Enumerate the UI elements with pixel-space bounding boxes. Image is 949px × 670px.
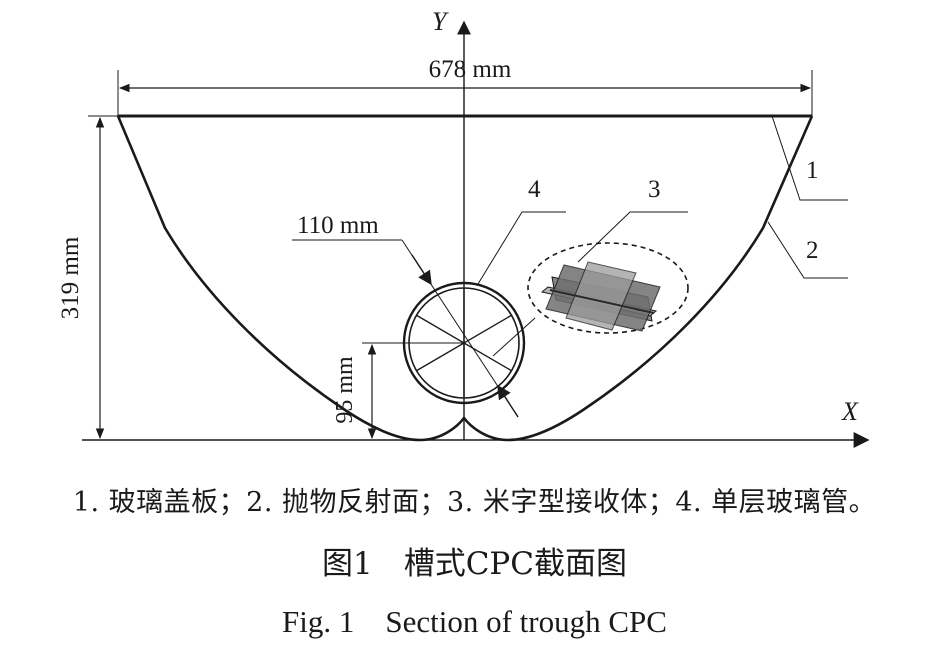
x-axis-label: X xyxy=(841,397,859,426)
callout-1-leader xyxy=(771,115,848,201)
receiver-detail-ellipse xyxy=(527,242,689,334)
callout-1: 1 xyxy=(806,157,819,184)
ellipse-to-tube-leader xyxy=(492,317,536,357)
diameter-arrow-bottom xyxy=(497,384,519,418)
width-dimension-label: 678 mm xyxy=(429,56,512,83)
figure-caption-chinese: 图1 槽式CPC截面图 xyxy=(321,546,628,582)
parabolic-reflector xyxy=(116,115,814,442)
figure-legend: 1. 玻璃盖板；2. 抛物反射面；3. 米字型接收体；4. 单层玻璃管。 xyxy=(72,487,877,518)
callout-3: 3 xyxy=(648,176,661,203)
height-dimension-label: 319 mm xyxy=(57,236,84,319)
callout-2: 2 xyxy=(806,237,819,264)
cpc-section-diagram: X Y 678 mm 319 mm 95 mm 110 mm xyxy=(57,7,870,448)
tube-height-label: 95 mm xyxy=(332,356,358,424)
y-axis-label: Y xyxy=(432,7,449,36)
tube-diameter-label: 110 mm xyxy=(297,212,379,239)
callout-4: 4 xyxy=(528,176,541,203)
callout-3-leader xyxy=(577,211,688,263)
receiver-3d-icon xyxy=(540,261,661,332)
figure-caption-english: Fig. 1 Section of trough CPC xyxy=(282,604,667,639)
callout-2-leader xyxy=(767,221,848,279)
diameter-arrow-top xyxy=(411,254,432,286)
callout-4-leader xyxy=(477,211,566,285)
